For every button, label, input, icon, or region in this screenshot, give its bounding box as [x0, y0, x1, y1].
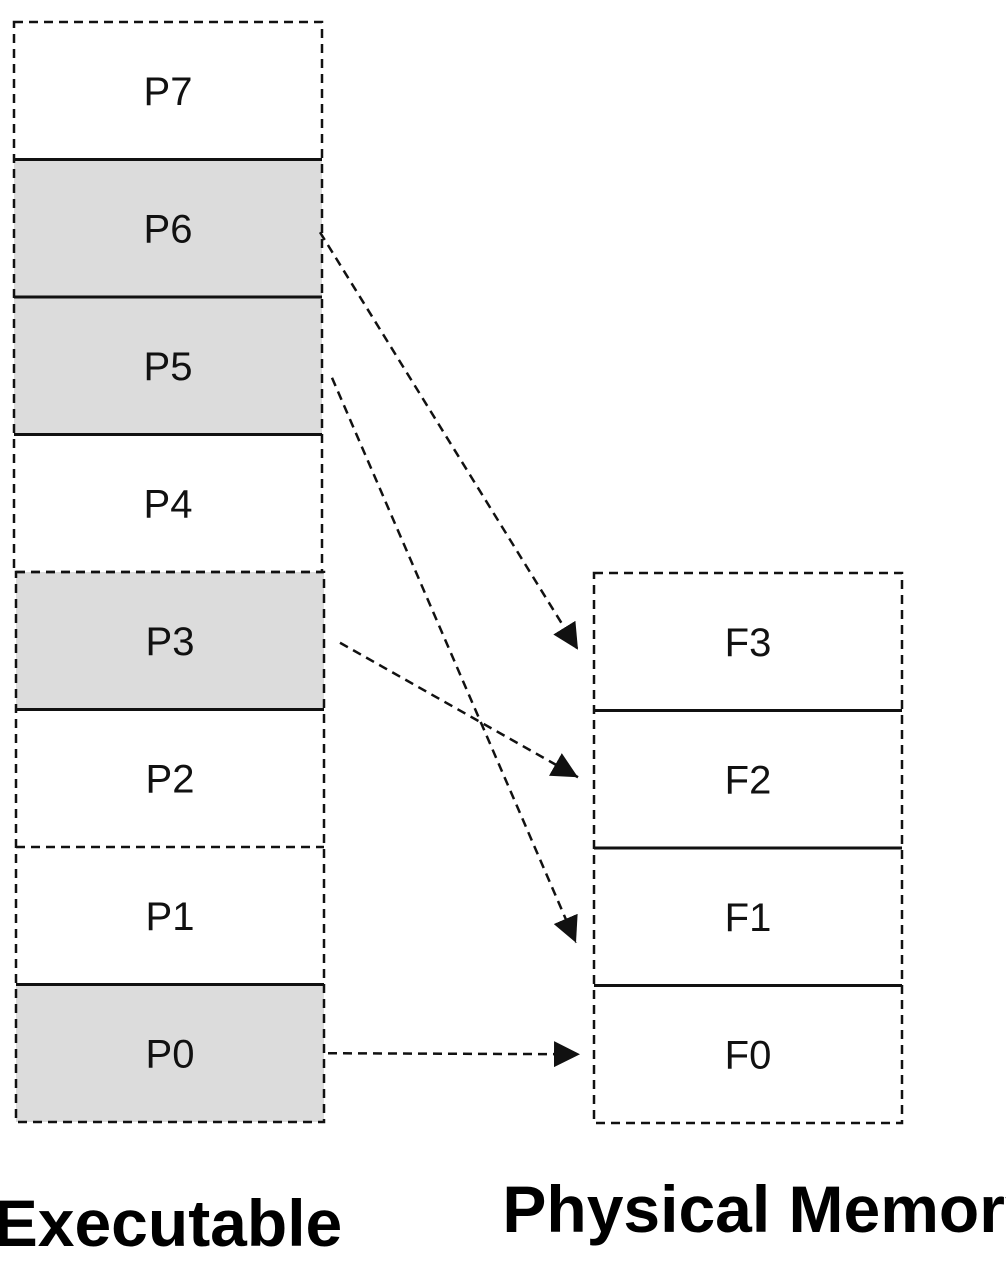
- frame-label: F0: [725, 1033, 772, 1077]
- executable-borders: [12, 20, 326, 1124]
- frame-cell-f0: F0: [594, 985, 902, 1123]
- page-label: P3: [146, 620, 195, 664]
- arrow-p6-to-f3: [318, 231, 580, 651]
- page-cell-p7: P7: [14, 22, 322, 160]
- frame-label: F2: [725, 758, 772, 802]
- frame-label: F1: [725, 896, 772, 940]
- page-cell-p4: P4: [14, 434, 322, 572]
- page-cell-p0: P0: [16, 984, 324, 1122]
- arrow-p3-to-f2: [339, 641, 579, 779]
- page-label: P2: [146, 757, 195, 801]
- frame-cell-f2: F2: [594, 710, 902, 848]
- page-cell-p3: P3: [16, 572, 324, 710]
- frame-cell-f3: F3: [594, 573, 902, 711]
- physical-memory-title: Physical Memory: [502, 1172, 1006, 1246]
- frame-label: F3: [725, 621, 772, 665]
- frame-cell-f1: F1: [594, 848, 902, 986]
- arrow-p0-to-f0: [327, 1041, 581, 1068]
- page-label: P6: [144, 207, 193, 251]
- executable-title: Executable: [0, 1186, 342, 1260]
- page-label: P0: [146, 1032, 195, 1076]
- page-cell-p1: P1: [16, 847, 324, 985]
- page-cell-p6: P6: [14, 159, 322, 297]
- page-label: P4: [144, 482, 193, 526]
- mapping-arrows: [318, 231, 581, 1068]
- physical-memory-borders: [592, 571, 904, 1125]
- page-cell-p2: P2: [16, 709, 324, 847]
- page-label: P7: [144, 70, 193, 114]
- page-label: P1: [146, 895, 195, 939]
- arrow-p5-to-f1: [330, 377, 578, 944]
- page-label: P5: [144, 345, 193, 389]
- page-cell-p5: P5: [14, 297, 322, 435]
